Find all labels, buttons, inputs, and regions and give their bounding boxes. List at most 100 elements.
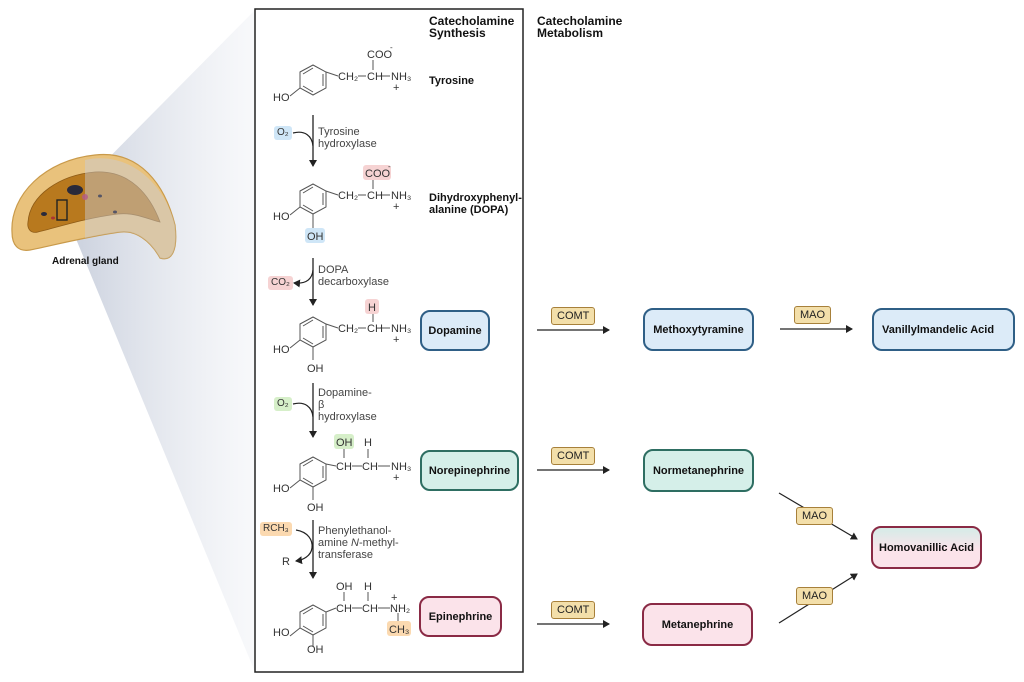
- enzyme-line: Tyrosine: [318, 126, 360, 138]
- enzyme-line: β: [318, 399, 325, 411]
- epinephrine-structure: [289, 592, 399, 646]
- metabolism-header: Catecholamine Metabolism: [537, 15, 622, 39]
- dopa-label-line2: alanine (DOPA): [429, 204, 509, 216]
- dopamine-box: Dopamine: [420, 310, 490, 351]
- svg-text:CH: CH: [362, 603, 378, 615]
- rch3-cofactor-badge: RCH₃: [260, 522, 292, 536]
- svg-text:CH₃: CH₃: [389, 624, 409, 636]
- enzyme-line: amine N-methyl-: [318, 537, 399, 549]
- tyrosine-label: Tyrosine: [429, 75, 475, 87]
- o2-cofactor-badge-2: O₂: [274, 397, 292, 411]
- enzyme-line: hydroxylase: [318, 138, 377, 150]
- svg-text:OH: OH: [307, 502, 324, 514]
- svg-text:OH: OH: [307, 644, 324, 656]
- dopa-label-line1: Dihydroxyphenyl-: [429, 192, 522, 204]
- tyrosine-hydroxylase-label: Tyrosine hydroxylase: [318, 126, 377, 150]
- tyrosine-structure: [289, 60, 390, 97]
- svg-text:OH: OH: [307, 231, 324, 243]
- enzyme-line: decarboxylase: [318, 276, 389, 288]
- comt-tag-1: COMT: [551, 307, 596, 325]
- svg-text:CH₂: CH₂: [338, 323, 358, 335]
- svg-text:CH: CH: [362, 461, 378, 473]
- epinephrine-box: Epinephrine: [419, 596, 502, 637]
- svg-text:HO: HO: [273, 483, 290, 495]
- svg-text:NH₃: NH₃: [391, 71, 411, 83]
- svg-text:OH: OH: [336, 581, 353, 593]
- epinephrine-ch3-highlight: [387, 621, 411, 636]
- svg-text:H: H: [364, 581, 372, 593]
- svg-text:+: +: [393, 82, 399, 94]
- metanephrine-box: Metanephrine: [642, 603, 753, 646]
- svg-text:NH₃: NH₃: [391, 323, 411, 335]
- mao-tag-2: MAO: [796, 507, 834, 525]
- r-byproduct-label: R: [282, 556, 290, 568]
- norepinephrine-oh-highlight: [334, 434, 354, 449]
- dopa-decarboxylase-label: DOPA decarboxylase: [318, 264, 389, 288]
- cofactor-curve-3: [292, 402, 314, 418]
- svg-text:HO: HO: [273, 344, 290, 356]
- svg-text:OH: OH: [336, 437, 353, 449]
- svg-text:-: -: [388, 162, 391, 171]
- svg-text:CH: CH: [336, 603, 352, 615]
- comt-tag-2: COMT: [551, 447, 596, 465]
- svg-text:CH: CH: [336, 461, 352, 473]
- svg-text:+: +: [393, 201, 399, 213]
- svg-text:CH: CH: [367, 190, 383, 202]
- svg-text:HO: HO: [273, 627, 290, 639]
- mao-tag-1: MAO: [794, 306, 832, 324]
- enzyme-line: Dopamine-: [318, 387, 372, 399]
- dopamine-beta-hydroxylase-label: Dopamine- β hydroxylase: [318, 387, 377, 423]
- svg-text:CH: CH: [367, 323, 383, 335]
- pnmt-label: Phenylethanol- amine N-methyl- transfera…: [318, 525, 399, 561]
- norepinephrine-structure: [289, 449, 390, 500]
- byproduct-curve-2: [293, 269, 314, 288]
- synthesis-header: Catecholamine Synthesis: [429, 15, 514, 39]
- svg-text:COO: COO: [365, 168, 391, 180]
- synthesis-header-line1: Catecholamine: [429, 14, 515, 28]
- mao-tag-3: MAO: [796, 587, 834, 605]
- homovanillic-acid-box: Homovanillic Acid: [871, 526, 982, 569]
- o2-cofactor-badge: O₂: [274, 126, 292, 140]
- svg-text:HO: HO: [273, 92, 290, 104]
- enzyme-line: transferase: [318, 549, 374, 561]
- svg-text:-: -: [390, 43, 393, 52]
- enzyme-line: Phenylethanol-: [318, 525, 392, 537]
- svg-text:NH₃: NH₃: [391, 190, 411, 202]
- synthesis-header-line2: Synthesis: [429, 26, 486, 40]
- norepinephrine-box: Norepinephrine: [420, 450, 519, 491]
- dopamine-structure: [289, 313, 390, 360]
- cofactor-curve-4: [295, 529, 313, 565]
- enzyme-line: hydroxylase: [318, 411, 377, 423]
- svg-text:NH₂: NH₂: [390, 603, 410, 615]
- svg-text:CH₂: CH₂: [338, 71, 358, 83]
- svg-text:HO: HO: [273, 211, 290, 223]
- cofactor-curve-1: [292, 131, 314, 147]
- enzyme-text: -methyl-: [358, 537, 399, 549]
- metabolism-header-line1: Catecholamine: [537, 14, 623, 28]
- svg-text:NH₃: NH₃: [391, 461, 411, 473]
- svg-text:H: H: [364, 437, 372, 449]
- adrenal-gland-label: Adrenal gland: [52, 256, 119, 267]
- svg-text:COO: COO: [367, 49, 393, 61]
- metabolism-header-line2: Metabolism: [537, 26, 604, 40]
- comt-tag-3: COMT: [551, 601, 596, 619]
- svg-text:H: H: [368, 302, 376, 314]
- svg-text:+: +: [393, 334, 399, 346]
- normetanephrine-box: Normetanephrine: [643, 449, 754, 492]
- chem-labels: COO - CH₂ CH NH₃ + HO COO - CH₂ CH NH₃ +…: [273, 43, 411, 656]
- dopa-coo-highlight: [363, 165, 391, 180]
- svg-text:CH₂: CH₂: [338, 190, 358, 202]
- dopa-structure: [289, 180, 390, 228]
- enzyme-line: DOPA: [318, 264, 349, 276]
- methoxytyramine-box: Methoxytyramine: [643, 308, 754, 351]
- enzyme-text-italic: N: [351, 537, 359, 549]
- svg-text:+: +: [391, 592, 397, 604]
- svg-text:CH: CH: [367, 71, 383, 83]
- co2-byproduct-badge: CO₂: [268, 276, 293, 290]
- svg-text:+: +: [393, 472, 399, 484]
- dopa-label: Dihydroxyphenyl- alanine (DOPA): [429, 192, 522, 216]
- enzyme-text: amine: [318, 537, 352, 549]
- vanillylmandelic-acid-box: Vanillylmandelic Acid: [872, 308, 1015, 351]
- dopa-oh-highlight: [305, 228, 325, 243]
